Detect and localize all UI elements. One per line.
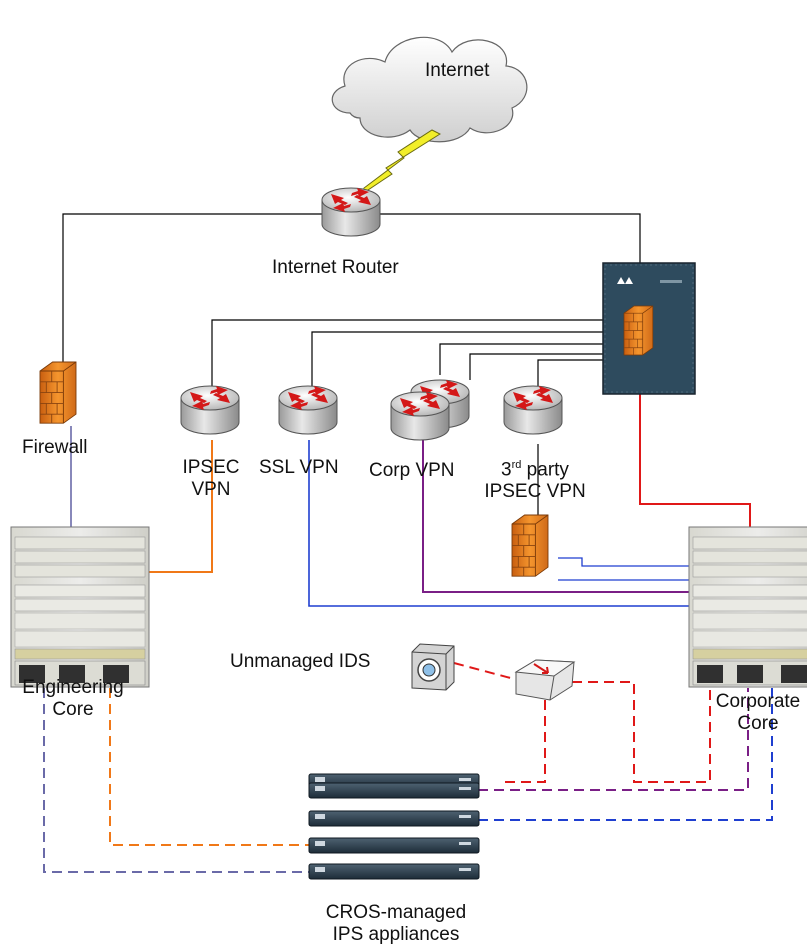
ids-to-tap-link bbox=[453, 662, 519, 681]
third-party-firewall-icon bbox=[511, 514, 549, 577]
corporate-ips-link-1 bbox=[478, 688, 749, 791]
third-party-vpn-label-line1: 3rd party bbox=[460, 454, 610, 481]
cros-ips-label: CROS-managed IPS appliances bbox=[276, 902, 516, 946]
firewall-icon bbox=[39, 361, 77, 424]
engineering-core-label-line2: Core bbox=[52, 699, 94, 720]
ids-sensor-icon bbox=[411, 643, 455, 691]
ssl-vpn-router-icon bbox=[278, 385, 338, 435]
engineering-core-label: Engineering Core bbox=[14, 677, 132, 721]
engineering-core-switch-icon bbox=[10, 526, 150, 688]
engineering-ips-link-2 bbox=[109, 688, 309, 846]
ipsec-vpn-label: IPSEC VPN bbox=[170, 457, 252, 501]
corp-vpn-link bbox=[422, 440, 689, 593]
ips-appliance-5-icon bbox=[308, 782, 480, 799]
third-party-prefix: 3 bbox=[501, 459, 512, 481]
corporate-core-label-line2: Core bbox=[737, 713, 779, 734]
corporate-core-label-line1: Corporate bbox=[715, 691, 801, 712]
ssl-vpn-link bbox=[308, 440, 689, 607]
ssl-vpn-label: SSL VPN bbox=[259, 457, 339, 478]
ipsec-vpn-router-icon bbox=[180, 385, 240, 435]
network-tap-icon bbox=[514, 659, 576, 701]
ips-appliance-3-icon bbox=[308, 837, 480, 854]
internet-router-icon bbox=[321, 187, 381, 237]
third-party-link bbox=[558, 557, 689, 581]
internet-router-label: Internet Router bbox=[272, 257, 399, 278]
perimeter-firewall-appliance-icon bbox=[602, 262, 696, 395]
lightning-bolt-icon bbox=[361, 129, 442, 196]
unmanaged-ids-label: Unmanaged IDS bbox=[230, 651, 371, 672]
corp-vpn-router-front-icon bbox=[390, 391, 450, 441]
cloud-icon bbox=[331, 36, 528, 143]
third-party-vpn-label: 3rd party IPSEC VPN bbox=[460, 454, 610, 503]
cros-ips-label-line2: IPS appliances bbox=[332, 924, 460, 945]
engineering-core-label-line1: Engineering bbox=[22, 677, 124, 698]
firewall-label: Firewall bbox=[22, 437, 88, 458]
ips-appliance-2-icon bbox=[308, 810, 480, 827]
third-party-vpn-label-line2: IPSEC VPN bbox=[484, 481, 586, 503]
corporate-core-switch-icon bbox=[688, 526, 807, 688]
ipsec-vpn-label-line1: IPSEC bbox=[182, 457, 240, 478]
internet-label: Internet bbox=[425, 60, 490, 81]
corporate-ips-link-2 bbox=[478, 688, 773, 821]
tap-to-ips-link bbox=[500, 700, 546, 783]
ips-appliance-4-icon bbox=[308, 863, 480, 880]
ipsec-vpn-label-line2: VPN bbox=[191, 479, 231, 500]
black-links bbox=[62, 213, 641, 520]
corp-vpn-label: Corp VPN bbox=[369, 460, 455, 481]
engineering-ips-link-1 bbox=[43, 688, 309, 873]
cros-ips-label-line1: CROS-managed bbox=[325, 902, 467, 923]
perimeter-to-corporate-link bbox=[639, 394, 751, 527]
corporate-core-label: Corporate Core bbox=[698, 691, 807, 735]
tap-to-corporate-link bbox=[572, 681, 711, 783]
third-party-sup: rd bbox=[511, 459, 522, 471]
ipsec-vpn-link bbox=[149, 440, 213, 573]
third-party-suffix: party bbox=[521, 459, 569, 481]
third-party-vpn-router-icon bbox=[503, 385, 563, 435]
